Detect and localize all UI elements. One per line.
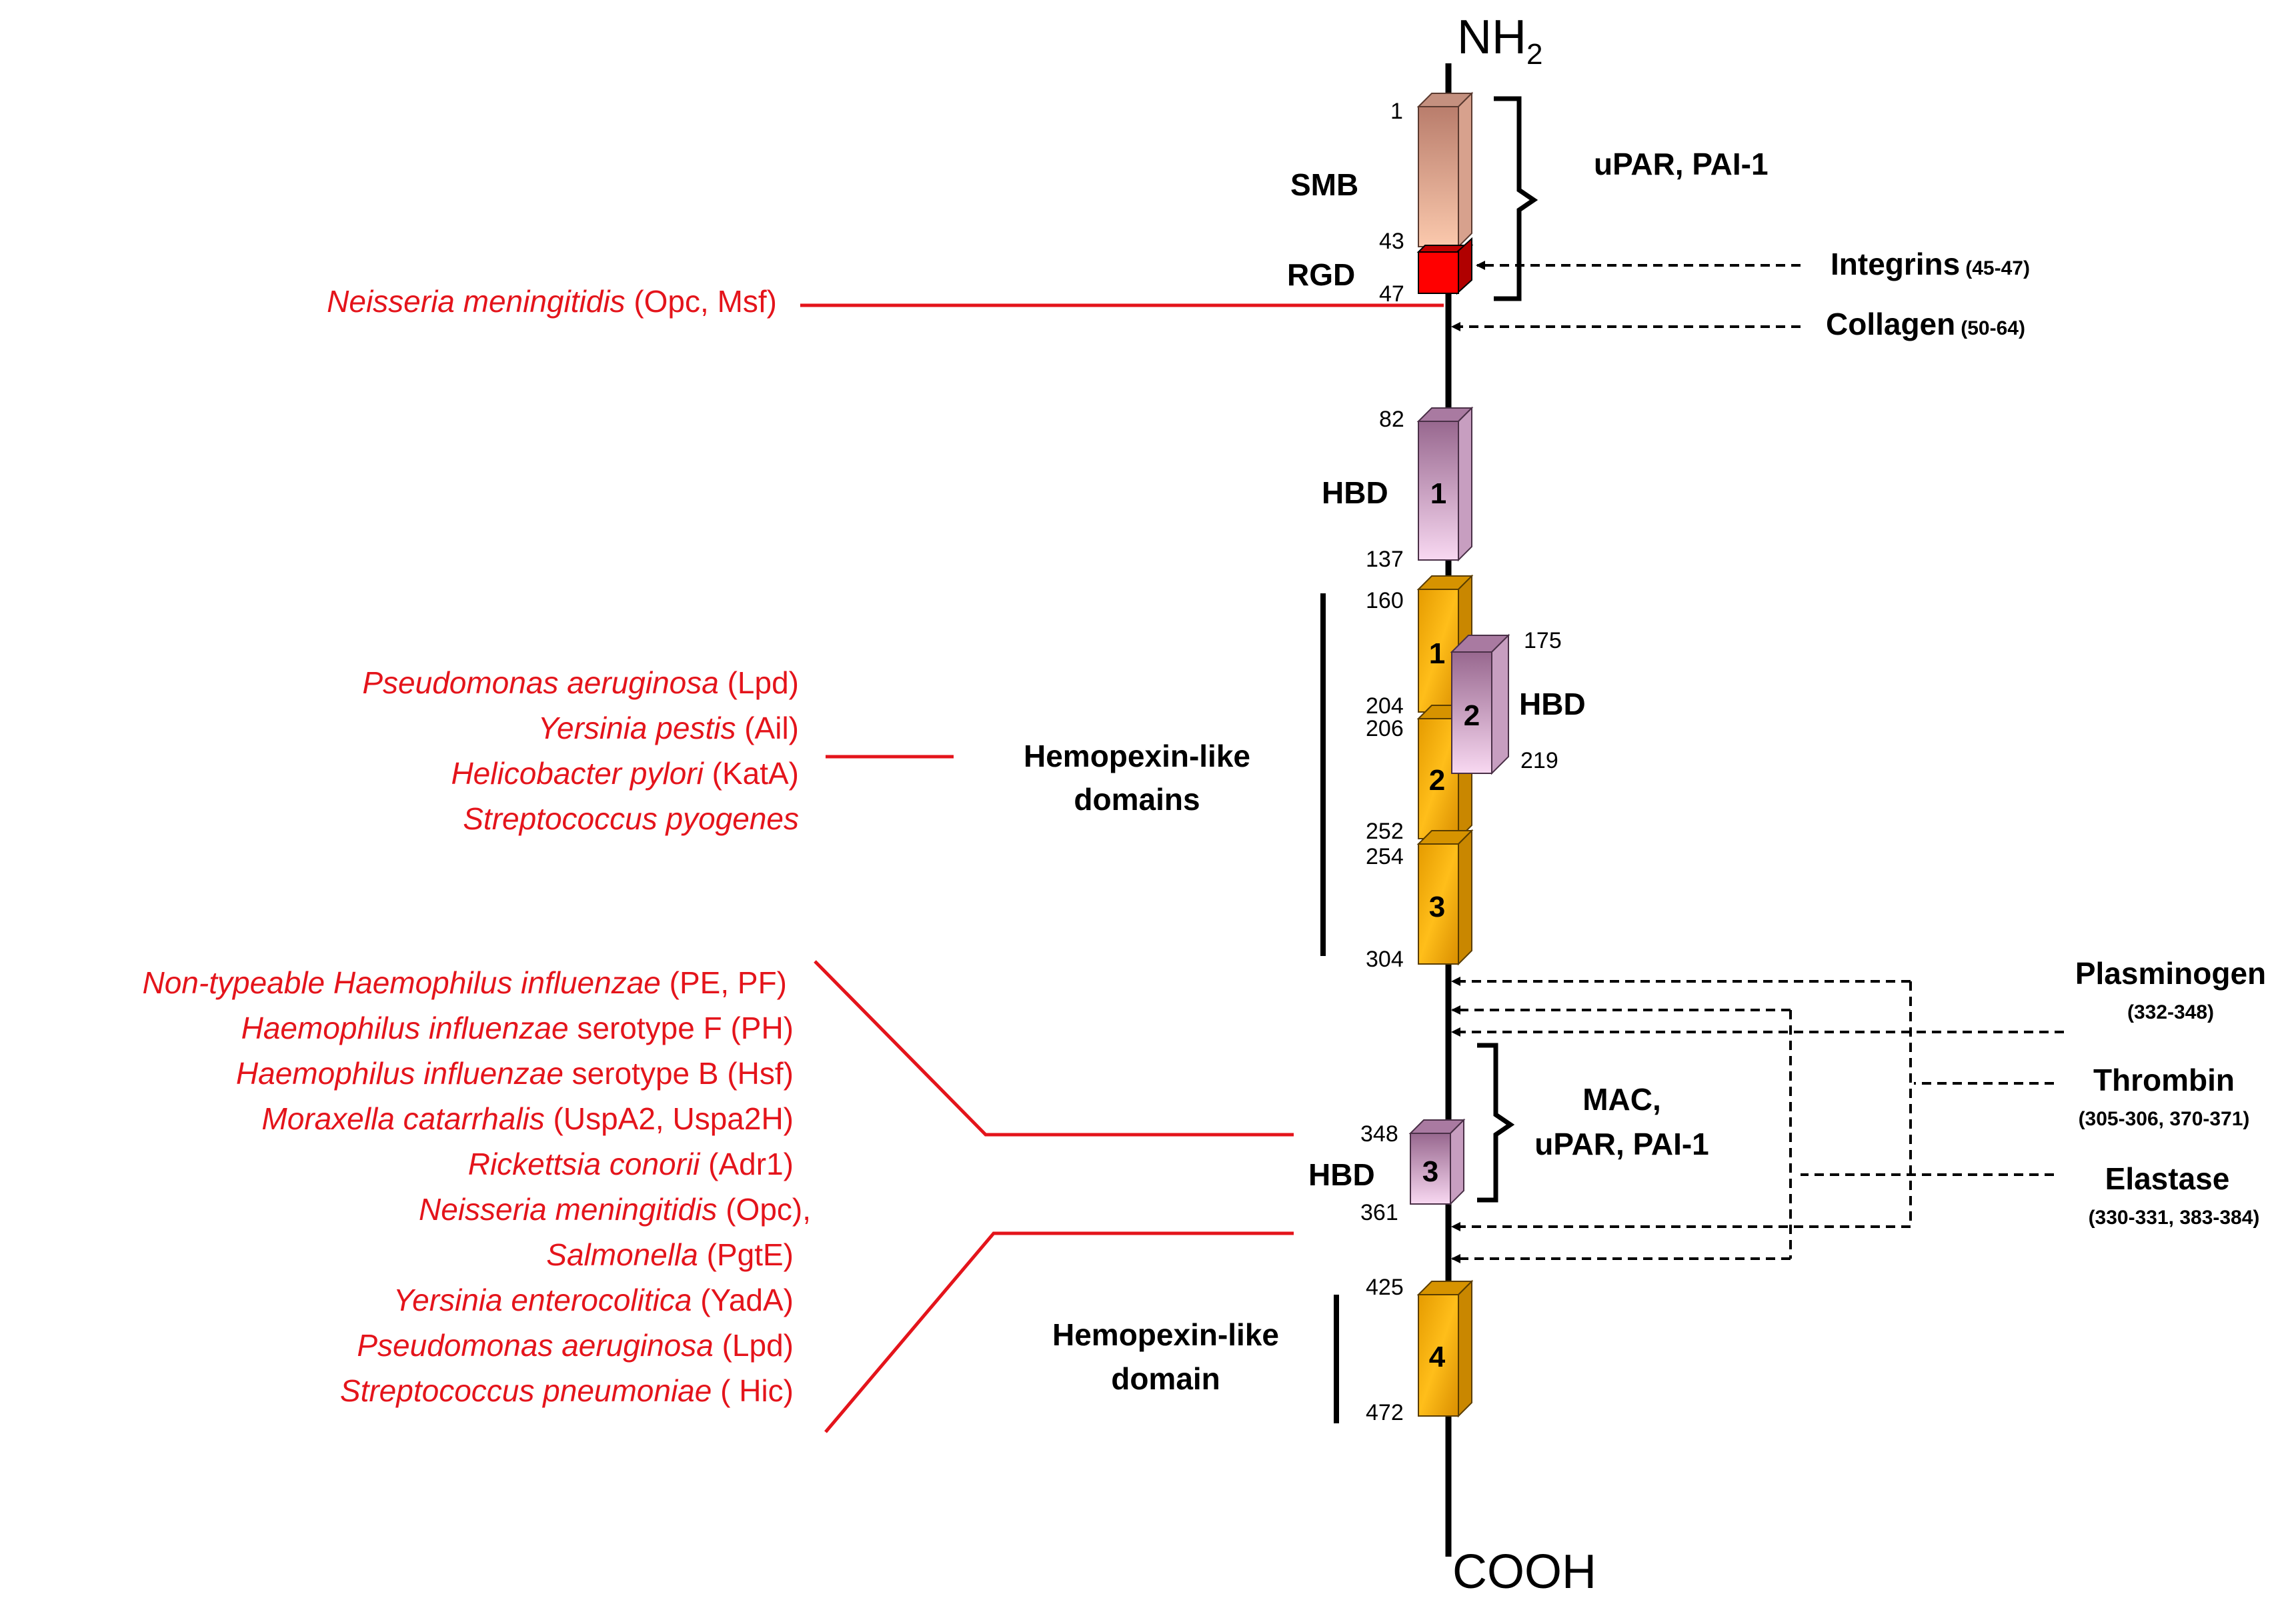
hbd3-start: 348 [1360, 1121, 1398, 1147]
collagen-label: Collagen(50-64) [1826, 307, 2025, 341]
pathogen-c-2: Haemophilus influenzae serotype F (PH) [241, 1011, 794, 1045]
smb-start: 1 [1390, 99, 1403, 124]
hemopexin1-end: 204 [1366, 693, 1404, 719]
hemopexin-domain-label-2: domain [1111, 1361, 1220, 1396]
hbd2-end: 219 [1520, 748, 1558, 773]
thrombin-label: Thrombin [2093, 1063, 2235, 1097]
hemopexin-domain-label-1: Hemopexin-like [1052, 1317, 1279, 1352]
hbd3-domain-box [1408, 1118, 1466, 1206]
smb-label: SMB [1290, 167, 1358, 202]
hemopexin3-number: 3 [1429, 891, 1445, 923]
elastase-range: (330-331, 383-384) [2089, 1207, 2260, 1229]
pathogen-c-1: Non-typeable Haemophilus influenzae (PE,… [143, 965, 788, 1000]
rgd-label: RGD [1287, 257, 1355, 292]
hbd1-start: 82 [1379, 407, 1404, 432]
hbd2-start: 175 [1524, 628, 1562, 653]
hemopexin-domains-label-1: Hemopexin-like [1024, 739, 1250, 773]
pathogen-hemo-1: Pseudomonas aeruginosa (Lpd) [362, 665, 799, 700]
smb-end: 43 [1379, 229, 1404, 254]
smb-domain-box [1416, 91, 1474, 249]
thrombin-range: (305-306, 370-371) [2079, 1108, 2250, 1130]
n-terminus-label: NH2 [1457, 11, 1542, 71]
hemopexin4-number: 4 [1429, 1341, 1446, 1373]
hbd3-end: 361 [1360, 1200, 1398, 1225]
protease-arrows [1451, 977, 2064, 1263]
plasminogen-label: Plasminogen [2075, 956, 2266, 991]
hemopexin1-number: 1 [1429, 637, 1445, 670]
hbd1-label: HBD [1322, 475, 1388, 510]
hbd2-label: HBD [1519, 687, 1586, 721]
plasminogen-range: (332-348) [2127, 1001, 2214, 1023]
hbd1-number: 1 [1430, 477, 1446, 510]
hemopexin4-domain-box [1416, 1279, 1474, 1418]
hbd3-number: 3 [1422, 1155, 1438, 1188]
hemopexin3-end: 304 [1366, 947, 1404, 972]
hbd3-label: HBD [1308, 1157, 1375, 1192]
elastase-label: Elastase [2105, 1161, 2230, 1196]
pathogen-c-7: Salmonella (PgtE) [546, 1237, 794, 1272]
pathogen-c-5: Rickettsia conorii (Adr1) [468, 1147, 794, 1181]
upar-pai-label-top: uPAR, PAI-1 [1594, 147, 1769, 181]
pathogen-hemo-3: Helicobacter pylori (KatA) [451, 756, 799, 791]
pathogen-c-3: Haemophilus influenzae serotype B (Hsf) [236, 1056, 794, 1091]
pathogen-c-connector-upper [814, 960, 1294, 1137]
hemopexin2-start: 206 [1366, 716, 1404, 741]
pathogen-c-connector-lower [824, 1231, 1294, 1433]
hemopexin2-number: 2 [1429, 764, 1445, 797]
hemopexin3-start: 254 [1366, 844, 1404, 869]
mac-label-1: MAC, [1582, 1082, 1661, 1117]
hemopexin4-start: 425 [1366, 1275, 1404, 1300]
mac-bracket [1477, 1043, 1515, 1203]
hbd1-end: 137 [1366, 547, 1404, 572]
pathogen-hemo-4: Streptococcus pyogenes [463, 801, 799, 836]
pathogen-hemo-2: Yersinia pestis (Ail) [538, 711, 799, 745]
pathogen-c-10: Streptococcus pneumoniae ( Hic) [340, 1373, 794, 1408]
integrins-label: Integrins(45-47) [1831, 247, 2030, 281]
pathogen-c-9: Pseudomonas aeruginosa (Lpd) [357, 1328, 794, 1363]
hemopexin4-end: 472 [1366, 1400, 1404, 1425]
hbd1-domain-box [1416, 406, 1474, 562]
hemopexin-domains-label-2: domains [1074, 782, 1200, 817]
pathogen-c-8: Yersinia enterocolitica (YadA) [393, 1283, 794, 1317]
hbd2-number: 2 [1464, 699, 1480, 732]
hemopexin2-end: 252 [1366, 819, 1404, 844]
upar-pai-bracket-top [1494, 96, 1538, 301]
hbd2-domain-box [1450, 633, 1510, 775]
hemopexin1-start: 160 [1366, 588, 1404, 613]
pathogen-top-neisseria: Neisseria meningitidis (Opc, Msf) [327, 284, 777, 319]
mac-label-2: uPAR, PAI-1 [1534, 1127, 1709, 1161]
hemopexin3-domain-box [1416, 829, 1474, 966]
c-terminus-label: COOH [1452, 1545, 1596, 1599]
pathogen-c-6: Neisseria meningitidis (Opc), [419, 1192, 811, 1227]
rgd-end: 47 [1379, 281, 1404, 307]
rgd-motif-box [1416, 237, 1474, 295]
pathogen-c-4: Moraxella catarrhalis (UspA2, Uspa2H) [261, 1101, 794, 1136]
